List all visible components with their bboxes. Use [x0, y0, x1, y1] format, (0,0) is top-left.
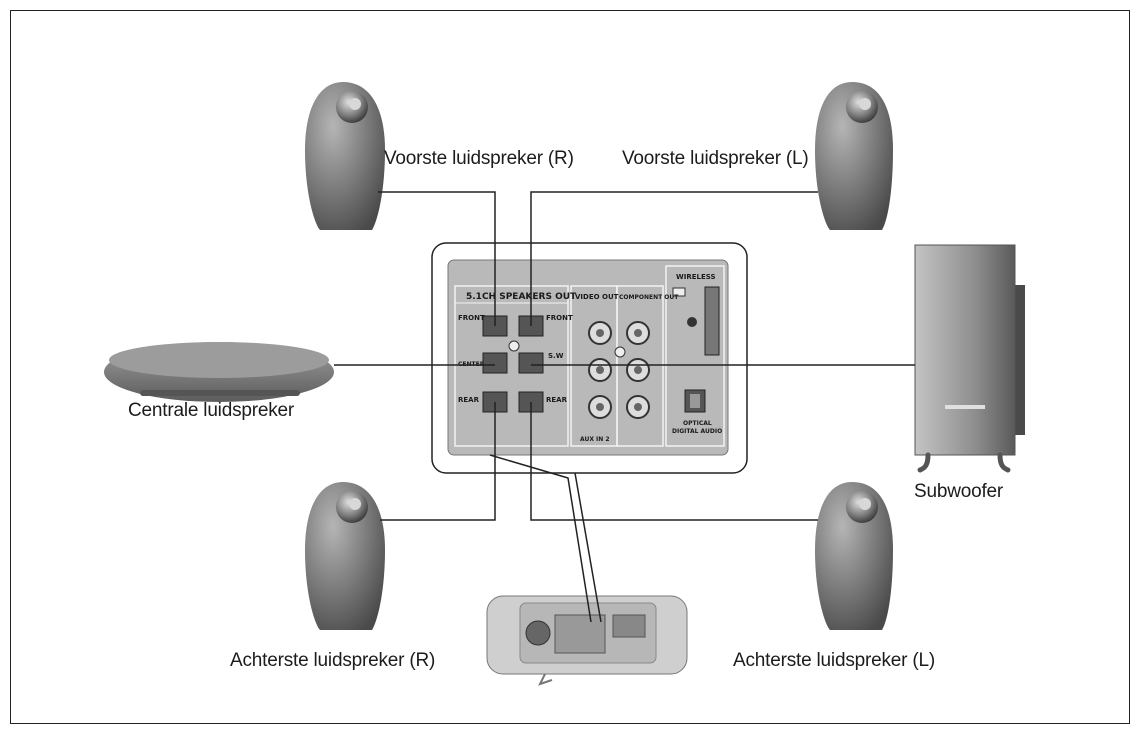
- rear-right-jack-label: REAR: [546, 396, 568, 404]
- rear-left-speaker-label: Achterste luidspreker (L): [733, 650, 935, 671]
- video-jacks: [588, 321, 650, 419]
- sw-jack-label: S.W: [548, 352, 564, 360]
- optical-port: [684, 389, 706, 413]
- main-unit: [486, 595, 688, 686]
- front-left-speaker-label: Voorste luidspreker (L): [622, 148, 809, 169]
- connection-lines: [334, 191, 915, 623]
- speakers-out-label: 5.1CH SPEAKERS OUT: [466, 292, 577, 302]
- front-right-jack-label: FRONT: [546, 314, 573, 322]
- wireless-label: WIRELESS: [676, 273, 716, 281]
- rear-right-speaker-label: Achterste luidspreker (R): [230, 650, 436, 671]
- digital-audio-label: DIGITAL AUDIO: [672, 428, 722, 435]
- front-left-jack-label: FRONT: [458, 314, 485, 322]
- front-left-speaker: [815, 82, 893, 230]
- center-speaker: [104, 342, 334, 402]
- wireless-port: [672, 286, 720, 356]
- rear-left-speaker: [815, 482, 893, 630]
- component-out-label: COMPONENT OUT: [619, 294, 679, 301]
- rear-right-speaker: [305, 482, 385, 630]
- front-right-speaker-label: Voorste luidspreker (R): [384, 148, 574, 169]
- front-right-speaker: [305, 82, 385, 230]
- video-out-label: VIDEO OUT: [575, 293, 619, 301]
- subwoofer-label: Subwoofer: [914, 481, 1004, 502]
- subwoofer: [914, 244, 1025, 473]
- optical-label: OPTICAL: [683, 420, 712, 427]
- rear-panel-enlargement: 5.1CH SPEAKERS OUT VIDEO OUT COMPONENT O…: [431, 242, 748, 474]
- center-speaker-label: Centrale luidspreker: [128, 400, 295, 421]
- rear-left-jack-label: REAR: [458, 396, 480, 404]
- aux-in-label: AUX IN 2: [580, 436, 610, 443]
